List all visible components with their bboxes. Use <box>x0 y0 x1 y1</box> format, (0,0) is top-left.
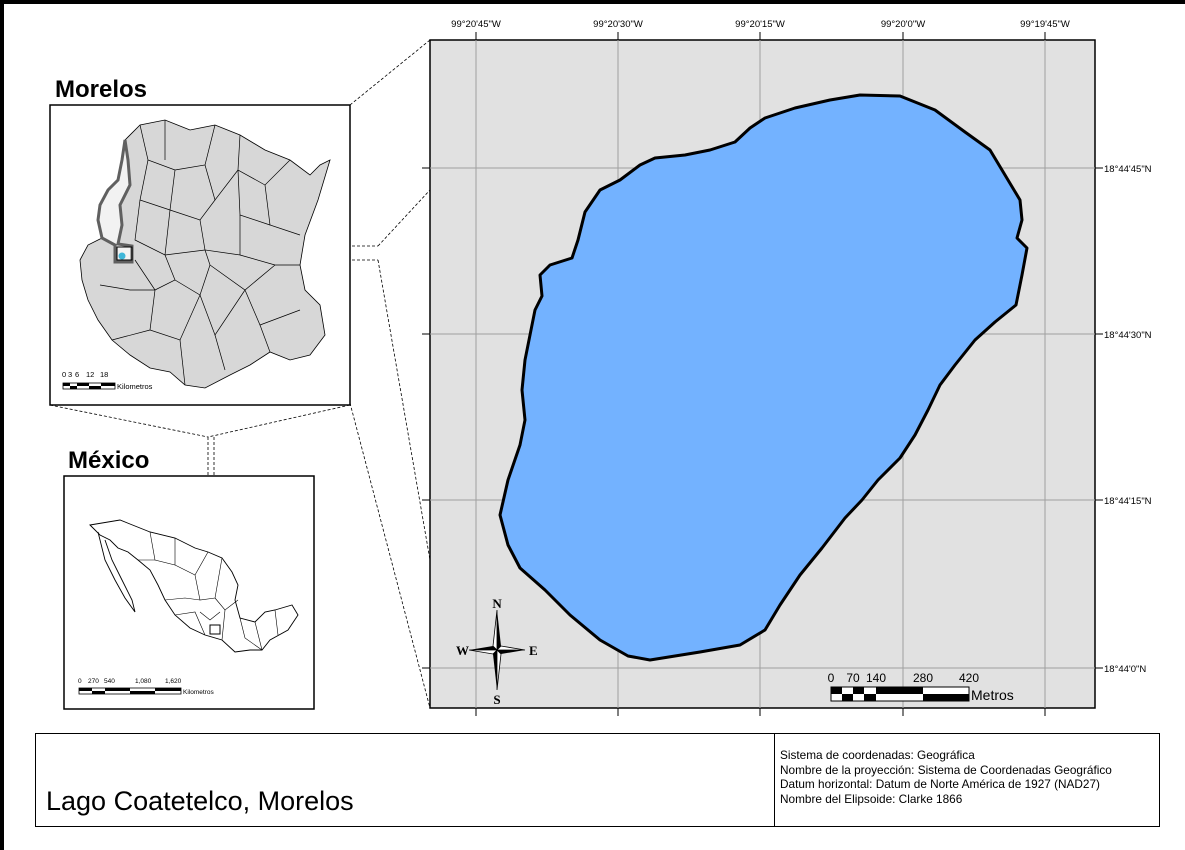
scale-tick-label: 0 <box>828 671 835 685</box>
latitude-labels: 18°44'45"N 18°44'30"N 18°44'15"N 18°44'0… <box>1104 164 1152 675</box>
scale-unit-label: Kilometros <box>117 382 153 391</box>
scale-tick-label: 70 <box>846 671 860 685</box>
scale-tick-label: 1,620 <box>165 678 182 685</box>
scale-tick-label: 3 <box>68 370 72 379</box>
metadata-line: Sistema de coordenadas: Geográfica <box>780 748 975 762</box>
scale-tick-label: 140 <box>866 671 886 685</box>
mexico-outline <box>89 519 299 653</box>
graticule-ticks <box>422 32 1103 716</box>
main-scale-bar: 0 70 140 280 420 Metros <box>828 671 1014 703</box>
state-scale-bar: 0 3 6 12 18 Kilometros <box>62 370 153 391</box>
north-label: N <box>492 596 502 611</box>
scale-tick-label: 12 <box>86 370 94 379</box>
scale-tick-label: 420 <box>959 671 979 685</box>
scale-tick-label: 6 <box>75 370 79 379</box>
projection-metadata: Sistema de coordenadas: Geográfica Nombr… <box>774 734 1160 826</box>
scale-tick-label: 280 <box>913 671 933 685</box>
south-label: S <box>493 692 500 707</box>
state-inset: 0 3 6 12 18 Kilometros <box>49 104 351 406</box>
lake-polygon <box>498 93 1029 662</box>
lon-label: 99°20'0"W <box>881 19 925 30</box>
lat-label: 18°44'15"N <box>1104 496 1152 507</box>
scale-tick-label: 270 <box>88 678 99 685</box>
map-title: Lago Coatetelco, Morelos <box>46 786 354 816</box>
inset-country-title: México <box>68 447 149 474</box>
lat-label: 18°44'30"N <box>1104 330 1152 341</box>
metadata-line: Datum horizontal: Datum de Norte América… <box>780 777 1100 791</box>
country-scale-bar: 0 270 540 1,080 1,620 Kilometros <box>78 678 214 696</box>
legend-box: Lago Coatetelco, Morelos Sistema de coor… <box>35 733 1160 827</box>
lat-label: 18°44'45"N <box>1104 164 1152 175</box>
scale-tick-label: 1,080 <box>135 678 152 685</box>
inset-state-title: Morelos <box>55 76 147 103</box>
scale-unit-label: Metros <box>971 687 1014 703</box>
lat-label: 18°44'0"N <box>1104 664 1146 675</box>
scale-tick-label: 540 <box>104 678 115 685</box>
coatetelco-municipality <box>96 139 134 264</box>
lon-label: 99°20'45"W <box>451 19 501 30</box>
main-map <box>422 32 1103 716</box>
country-inset: 0 270 540 1,080 1,620 Kilometros <box>63 475 315 710</box>
west-label: W <box>456 643 469 658</box>
lon-label: 99°20'15"W <box>735 19 785 30</box>
north-arrow-icon: N S E W <box>456 596 538 707</box>
scale-tick-label: 0 <box>78 678 82 685</box>
scale-tick-label: 0 <box>62 370 66 379</box>
metadata-line: Nombre del Elipsoide: Clarke 1866 <box>780 791 963 806</box>
east-label: E <box>529 643 538 658</box>
metadata-line: Nombre de la proyección: Sistema de Coor… <box>780 762 1112 777</box>
longitude-labels: 99°20'45"W 99°20'30"W 99°20'15"W 99°20'0… <box>451 19 1070 30</box>
municipal-boundaries <box>99 120 301 386</box>
scale-tick-label: 18 <box>100 370 108 379</box>
state-boundaries <box>138 531 279 651</box>
scale-unit-label: Kilometros <box>183 689 214 696</box>
lon-label: 99°20'30"W <box>593 19 643 30</box>
lake-location-marker <box>118 252 126 260</box>
lon-label: 99°19'45"W <box>1020 19 1070 30</box>
